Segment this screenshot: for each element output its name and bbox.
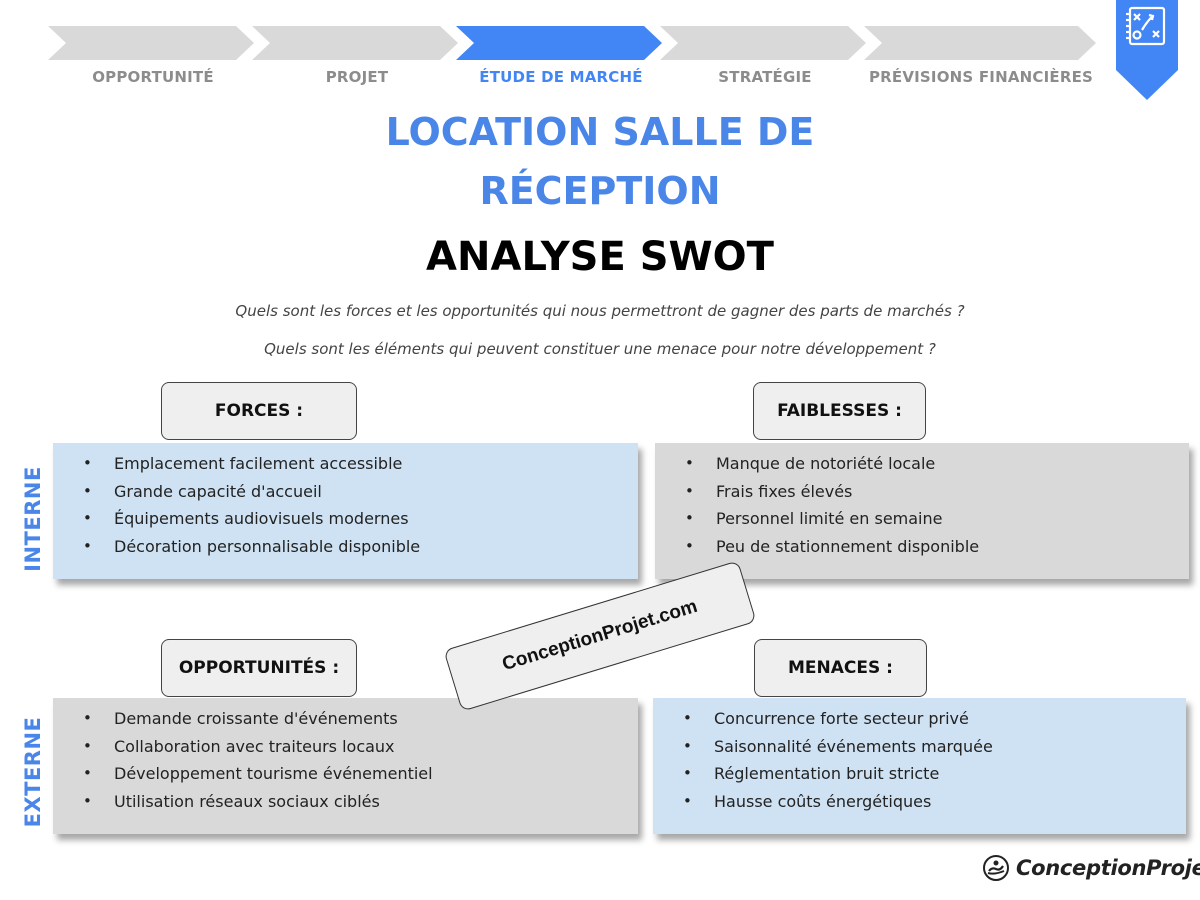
list-item: Manque de notoriété locale bbox=[685, 450, 1189, 478]
watermark-stamp: ConceptionProjet.com bbox=[443, 560, 757, 712]
section-bookmark bbox=[1116, 0, 1178, 100]
brand-logo-text: ConceptionProjet bbox=[1016, 856, 1200, 880]
step-chevron-strategie[interactable] bbox=[660, 26, 866, 60]
page-subtitle: ANALYSE SWOT bbox=[426, 234, 774, 280]
list-item: Réglementation bruit stricte bbox=[683, 760, 1186, 788]
strategy-board-icon bbox=[1126, 6, 1166, 46]
step-label-previsions-financieres[interactable]: PRÉVISIONS FINANCIÈRES bbox=[868, 68, 1094, 86]
question-2: Quels sont les éléments qui peuvent cons… bbox=[264, 340, 936, 358]
lightbulb-hand-icon bbox=[983, 855, 1009, 881]
chevron-shape bbox=[864, 26, 1096, 60]
step-chevron-projet[interactable] bbox=[252, 26, 458, 60]
progress-steps: OPPORTUNITÉ PROJET ÉTUDE DE MARCHÉ STRAT… bbox=[48, 26, 1098, 86]
step-label-etude-de-marche[interactable]: ÉTUDE DE MARCHÉ bbox=[479, 68, 643, 86]
menaces-heading: MENACES : bbox=[754, 639, 927, 697]
step-label-strategie[interactable]: STRATÉGIE bbox=[718, 68, 812, 86]
opportunites-box: Demande croissante d'événements Collabor… bbox=[53, 698, 638, 834]
page-title-line2: RÉCEPTION bbox=[479, 169, 721, 213]
list-item: Emplacement facilement accessible bbox=[83, 450, 638, 478]
list-item: Décoration personnalisable disponible bbox=[83, 533, 638, 561]
chevron-shape bbox=[660, 26, 866, 60]
side-label-interne-text: INTERNE bbox=[21, 466, 45, 572]
list-item: Peu de stationnement disponible bbox=[685, 533, 1189, 561]
step-chevron-etude-de-marche[interactable] bbox=[456, 26, 662, 60]
brand-logo: ConceptionProjet bbox=[982, 850, 1200, 886]
list-item: Hausse coûts énergétiques bbox=[683, 788, 1186, 816]
menaces-box: Concurrence forte secteur privé Saisonna… bbox=[653, 698, 1186, 834]
list-item: Collaboration avec traiteurs locaux bbox=[83, 733, 638, 761]
list-item: Équipements audiovisuels modernes bbox=[83, 505, 638, 533]
list-item: Saisonnalité événements marquée bbox=[683, 733, 1186, 761]
chevron-shape bbox=[48, 26, 254, 60]
page-title-line1: LOCATION SALLE DE bbox=[385, 110, 815, 154]
side-label-externe-text: EXTERNE bbox=[21, 716, 45, 828]
forces-heading: FORCES : bbox=[161, 382, 357, 440]
list-item: Grande capacité d'accueil bbox=[83, 478, 638, 506]
question-1: Quels sont les forces et les opportunité… bbox=[235, 302, 965, 320]
step-chevron-opportunite[interactable] bbox=[48, 26, 254, 60]
list-item: Personnel limité en semaine bbox=[685, 505, 1189, 533]
list-item: Développement tourisme événementiel bbox=[83, 760, 638, 788]
step-label-opportunite[interactable]: OPPORTUNITÉ bbox=[92, 68, 214, 86]
opportunites-heading: OPPORTUNITÉS : bbox=[161, 639, 357, 697]
step-chevron-previsions-financieres[interactable] bbox=[864, 26, 1096, 60]
faiblesses-box: Manque de notoriété locale Frais fixes é… bbox=[655, 443, 1189, 579]
list-item: Concurrence forte secteur privé bbox=[683, 705, 1186, 733]
forces-box: Emplacement facilement accessible Grande… bbox=[53, 443, 638, 579]
chevron-shape bbox=[252, 26, 458, 60]
list-item: Demande croissante d'événements bbox=[83, 705, 638, 733]
list-item: Utilisation réseaux sociaux ciblés bbox=[83, 788, 638, 816]
list-item: Frais fixes élevés bbox=[685, 478, 1189, 506]
faiblesses-heading: FAIBLESSES : bbox=[753, 382, 926, 440]
chevron-shape bbox=[456, 26, 662, 60]
step-label-projet[interactable]: PROJET bbox=[325, 68, 389, 86]
